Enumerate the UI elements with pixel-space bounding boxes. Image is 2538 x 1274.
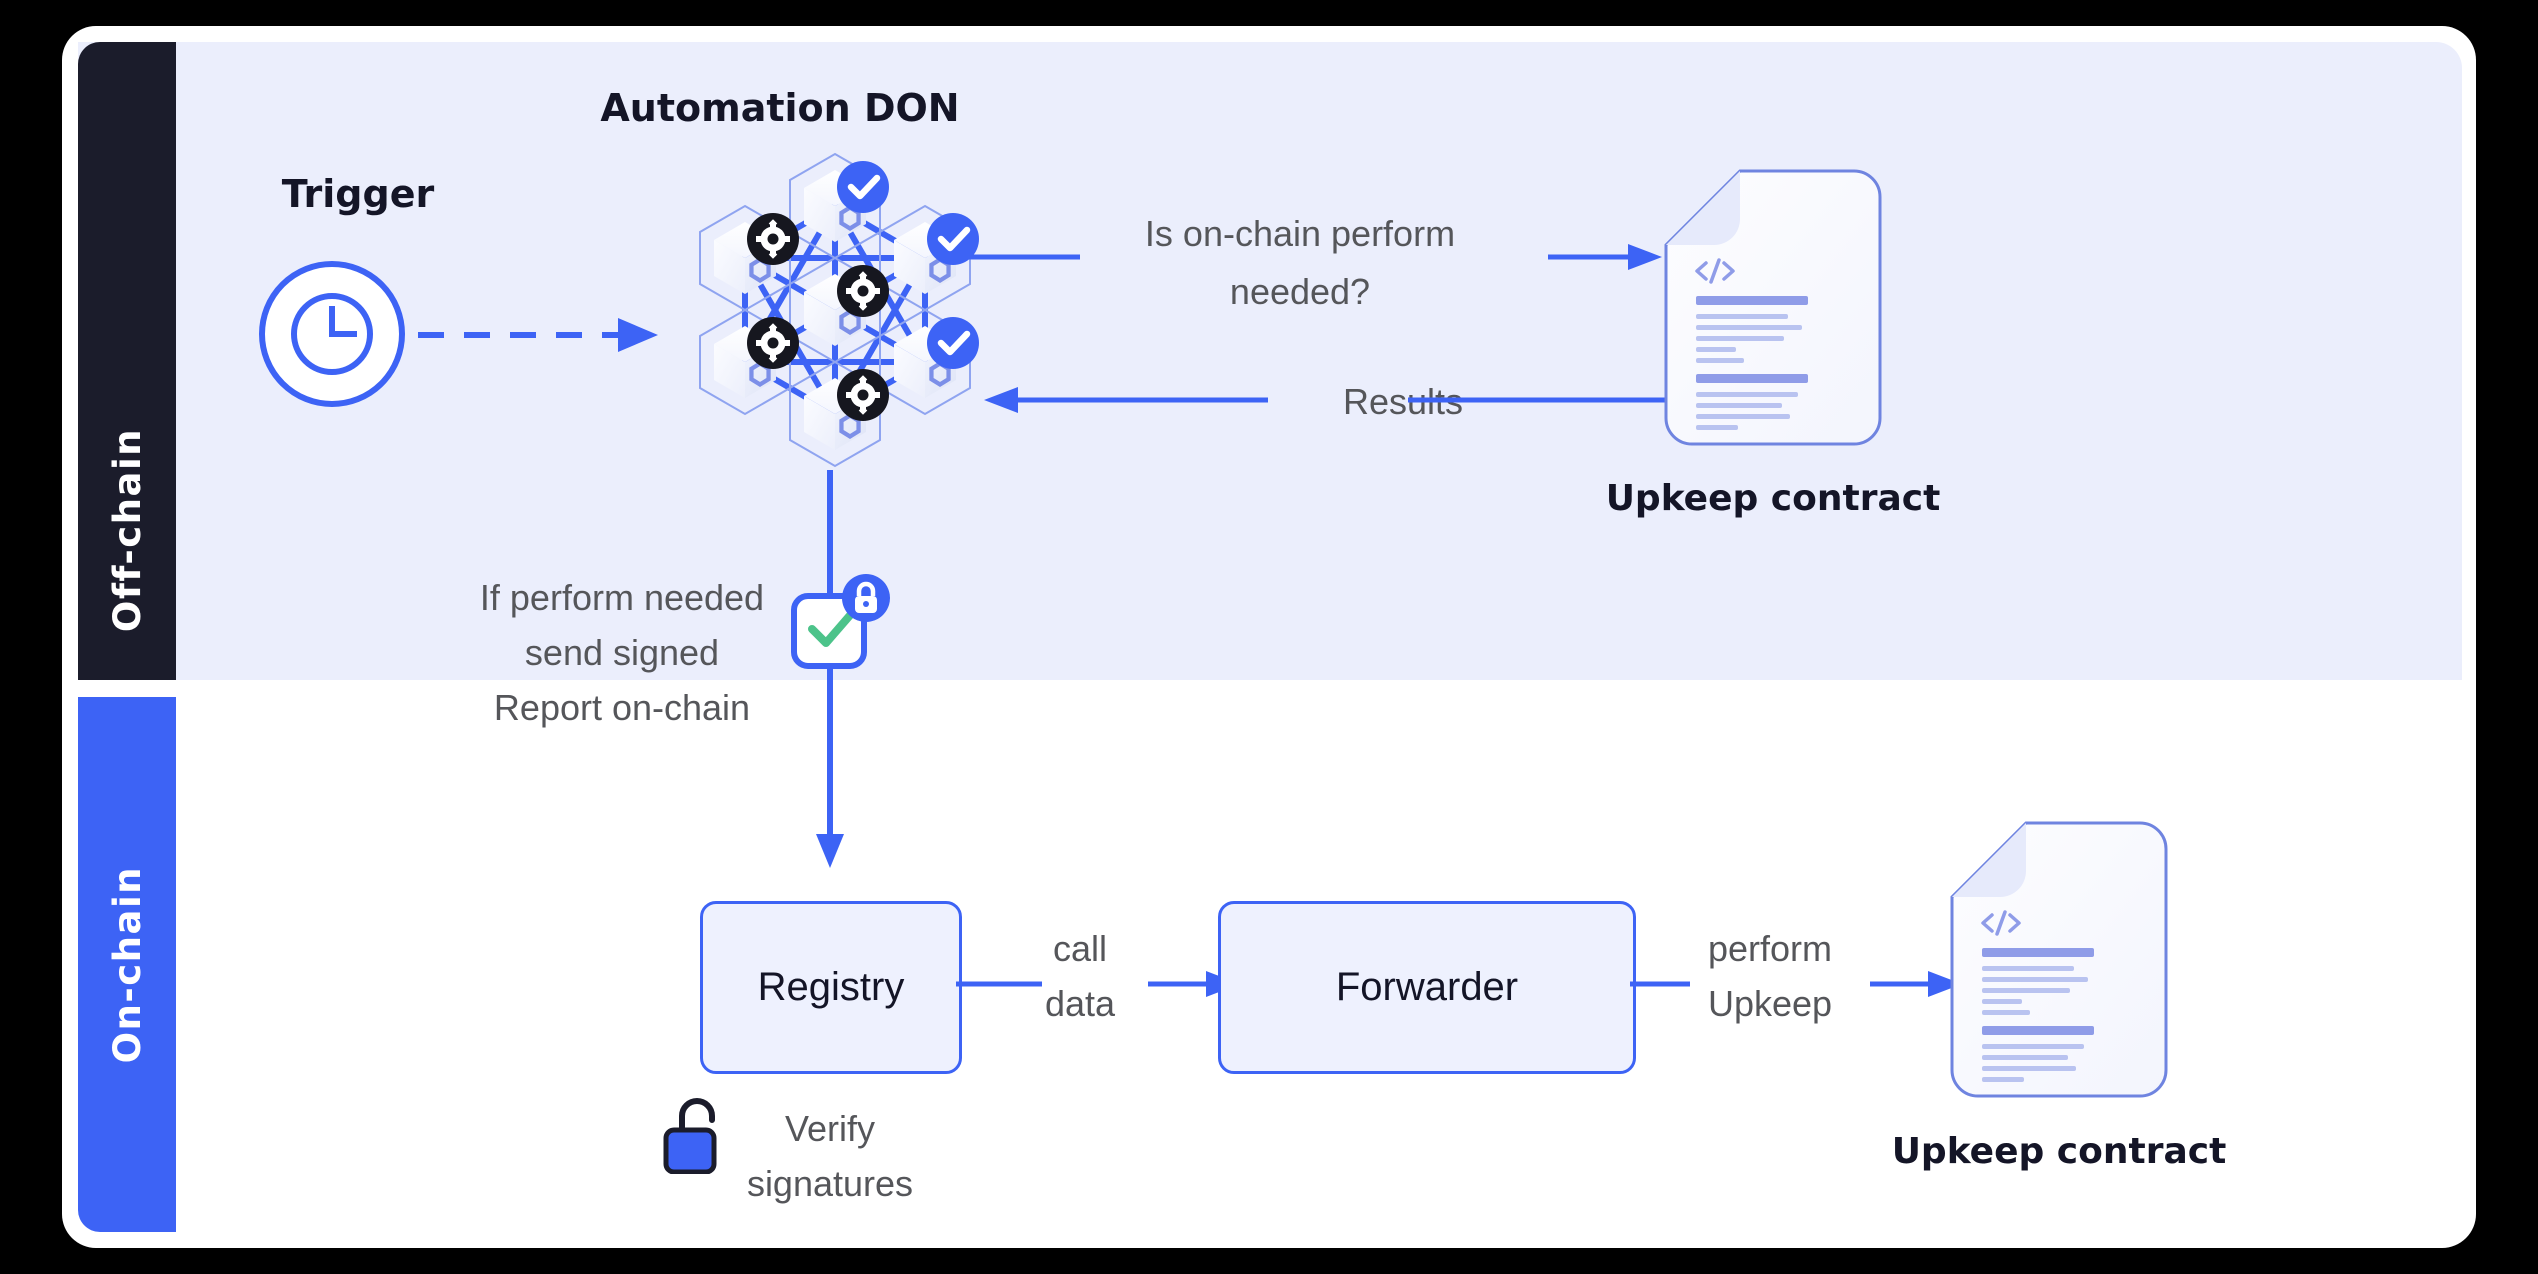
don-badge-check-bottom-right bbox=[927, 317, 979, 369]
don-to-contract-arrow-right bbox=[1548, 244, 1662, 270]
don-badge-gear-center bbox=[837, 265, 889, 317]
don-to-contract-line-left bbox=[960, 254, 1080, 260]
forwarder-box[interactable]: Forwarder bbox=[1218, 901, 1636, 1074]
don-badge-gear-top-left bbox=[747, 213, 799, 265]
unlocked-padlock-icon bbox=[663, 1098, 717, 1174]
offchain-sidebar: Off-chain bbox=[78, 42, 176, 680]
forwarder-to-contract-line-left bbox=[1630, 981, 1690, 987]
upkeep-contract-label-bottom: Upkeep contract bbox=[1891, 1131, 2227, 1172]
automation-don-network bbox=[660, 140, 979, 490]
contract-to-don-arrow-left bbox=[984, 387, 1268, 413]
edge-label-call-data: call data bbox=[1044, 928, 1116, 1024]
don-title: Automation DON bbox=[600, 86, 960, 130]
contract-to-don-line-right bbox=[1408, 397, 1668, 403]
onchain-sidebar: On-chain bbox=[78, 697, 176, 1232]
upkeep-contract-doc-icon-top bbox=[1664, 169, 1882, 446]
trigger-to-don-arrow bbox=[418, 318, 658, 352]
verify-signatures-label: Verify signatures bbox=[746, 1108, 914, 1204]
registry-label: Registry bbox=[757, 965, 905, 1009]
trigger-title: Trigger bbox=[281, 172, 435, 216]
forwarder-label: Forwarder bbox=[1335, 965, 1519, 1009]
don-badge-gear-bottom bbox=[837, 369, 889, 421]
upkeep-contract-doc-icon-bottom bbox=[1950, 821, 2168, 1098]
registry-box[interactable]: Registry bbox=[700, 901, 962, 1074]
don-badge-check-top-right bbox=[927, 213, 979, 265]
offchain-sidebar-label: Off-chain bbox=[105, 427, 149, 632]
don-badge-gear-bottom-left bbox=[747, 317, 799, 369]
signed-report-icon bbox=[791, 574, 890, 669]
offchain-sidebar-label-wrap: Off-chain bbox=[78, 42, 176, 680]
forwarder-to-contract-arrow-right bbox=[1870, 971, 1962, 997]
onchain-sidebar-label-wrap: On-chain bbox=[78, 697, 176, 1232]
signed-report-note: If perform needed send signed Report on-… bbox=[479, 577, 765, 728]
onchain-sidebar-label: On-chain bbox=[105, 865, 149, 1064]
upkeep-contract-label-top: Upkeep contract bbox=[1605, 478, 1941, 519]
edge-label-perform-upkeep: perform Upkeep bbox=[1707, 928, 1833, 1024]
trigger-clock-icon bbox=[259, 261, 405, 407]
lock-badge-icon bbox=[842, 574, 890, 622]
don-badge-check-top bbox=[837, 161, 889, 213]
registry-to-forwarder-line-left bbox=[956, 981, 1042, 987]
offchain-region-background bbox=[78, 42, 2462, 680]
flow-label-is-perform-needed: Is on-chain perform needed? bbox=[1144, 213, 1456, 312]
